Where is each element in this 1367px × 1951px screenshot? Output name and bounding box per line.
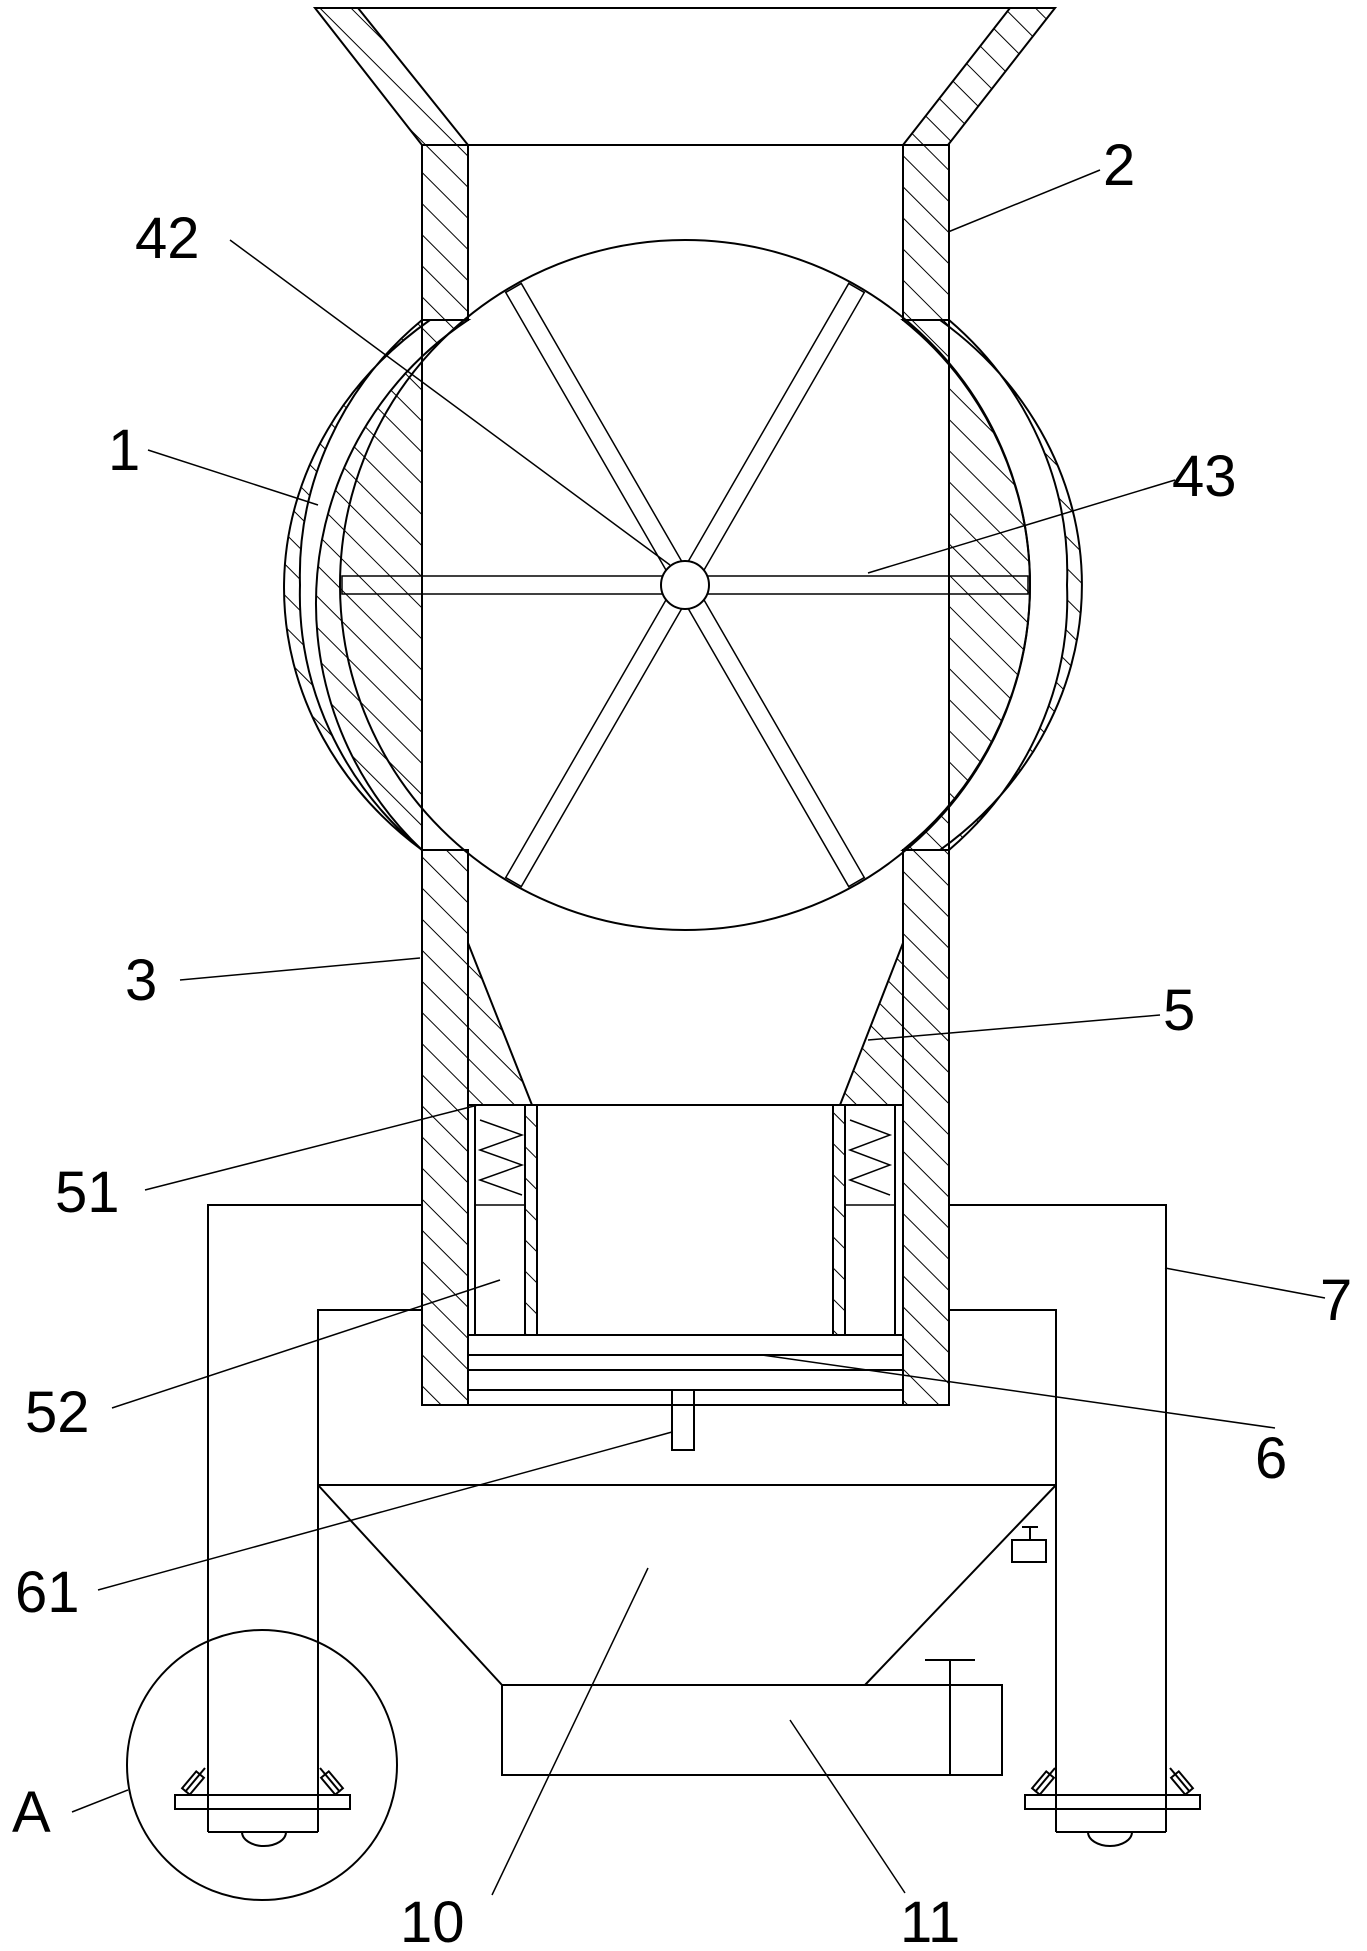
label-10: 10 xyxy=(400,1890,465,1951)
label-61: 61 xyxy=(15,1560,80,1625)
label-3: 3 xyxy=(125,948,157,1013)
guide-cone xyxy=(467,942,904,1106)
damping-feet xyxy=(174,1767,1201,1847)
label-7: 7 xyxy=(1320,1268,1352,1333)
collection-box xyxy=(501,1659,1003,1776)
support-frame xyxy=(207,1204,1167,1833)
collection-hopper xyxy=(317,1484,1057,1686)
label-a: A xyxy=(12,1780,51,1845)
label-6: 6 xyxy=(1255,1426,1287,1491)
label-11: 11 xyxy=(900,1890,960,1951)
label-1: 1 xyxy=(108,418,140,483)
feed-pipe xyxy=(421,144,950,321)
detail-circle-a xyxy=(126,1629,398,1901)
label-2: 2 xyxy=(1103,133,1135,198)
rotor-shaft xyxy=(660,560,710,610)
crusher-housing xyxy=(283,239,1083,931)
label-5: 5 xyxy=(1163,978,1195,1043)
leader-lines xyxy=(71,169,1326,1896)
spring-assembly xyxy=(474,1104,896,1336)
vibrating-plate xyxy=(467,1334,904,1451)
label-51: 51 xyxy=(55,1160,120,1225)
label-43: 43 xyxy=(1172,444,1237,509)
rotor xyxy=(341,282,1029,888)
discharge-pipe xyxy=(421,849,950,1406)
label-52: 52 xyxy=(25,1380,90,1445)
inlet-hopper xyxy=(312,7,1058,146)
label-42: 42 xyxy=(135,206,200,271)
